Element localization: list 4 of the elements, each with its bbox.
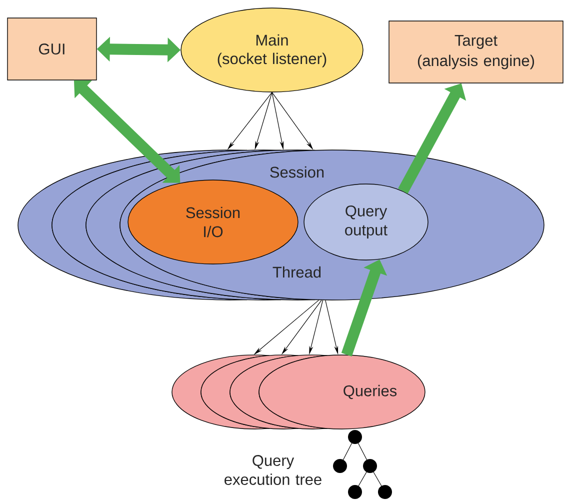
process-box: Target (analysis engine) [388,20,564,84]
process-box: GUI [7,18,97,80]
caption: Query execution tree [224,455,322,485]
arrow [74,80,180,183]
